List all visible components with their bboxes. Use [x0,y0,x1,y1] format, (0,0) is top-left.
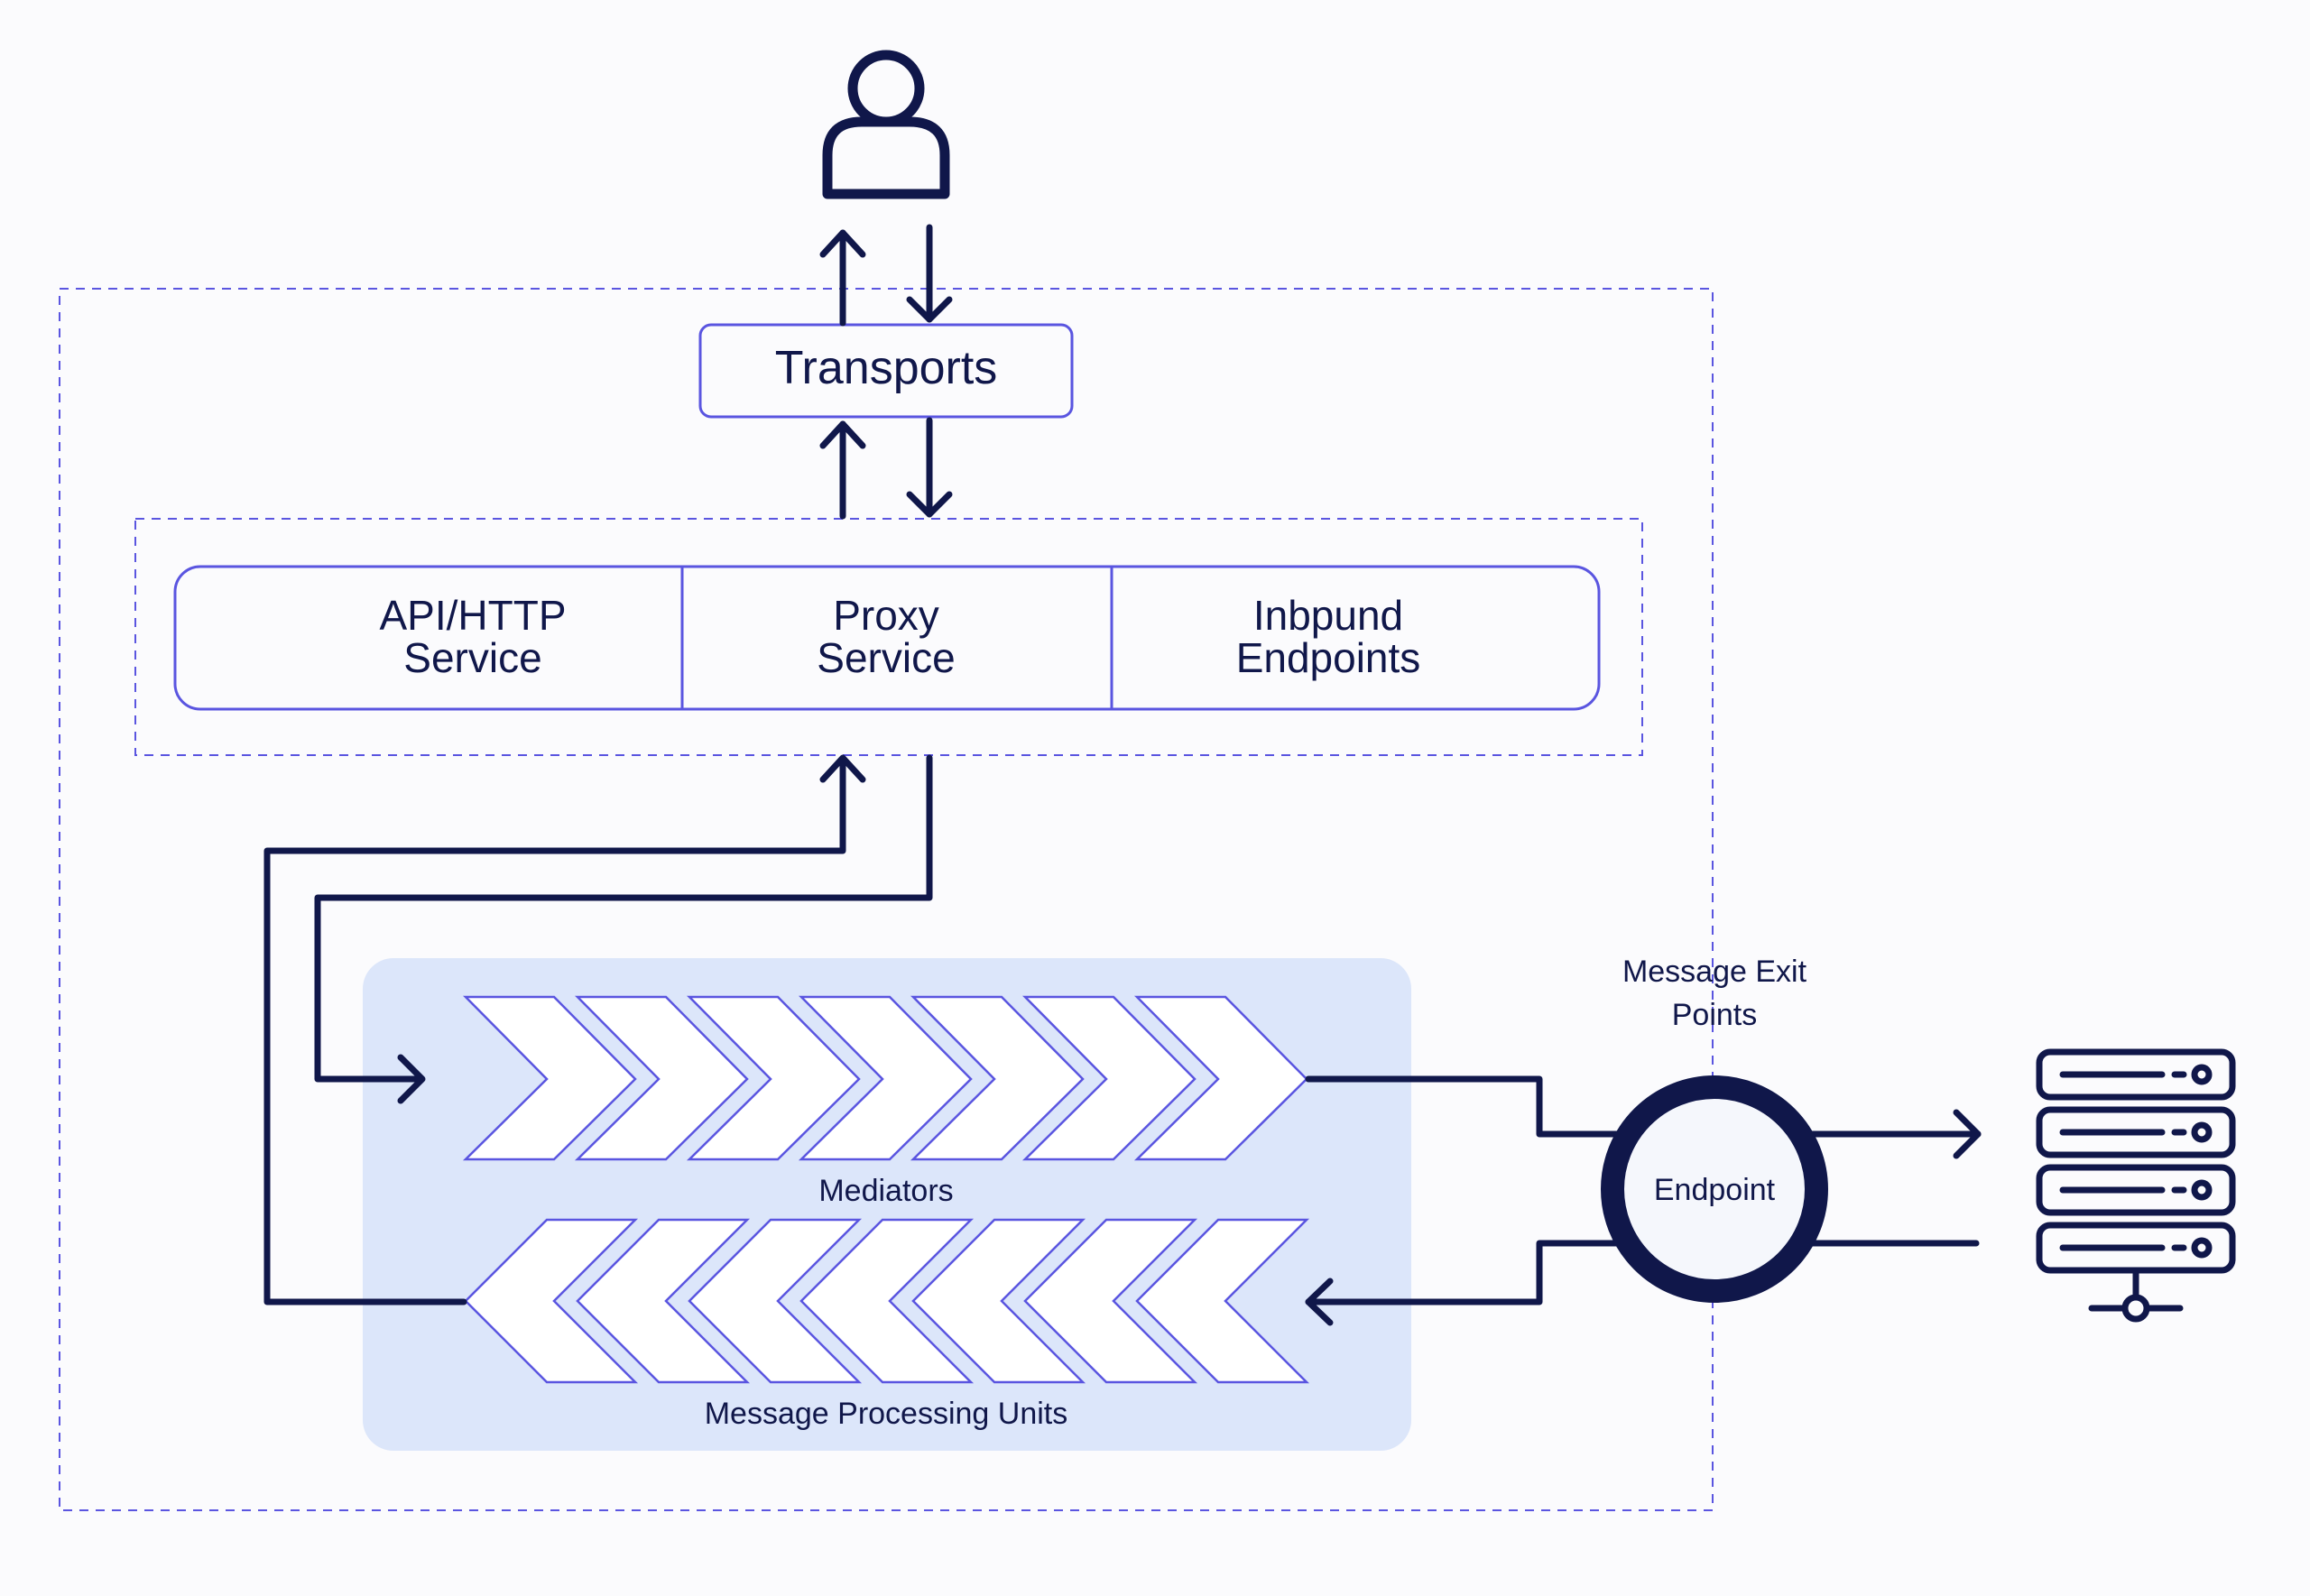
user-transport-arrows [819,224,953,327]
flow-lines [263,754,933,1305]
service-label: Service [403,634,541,681]
processing-chevron [799,1218,975,1384]
transports-box [698,323,1074,419]
mediator-chevron [1133,995,1308,1161]
endpoint-label: Endpoint [1654,1173,1776,1207]
service-label: Proxy [833,592,939,639]
processing-chevron [1135,1218,1310,1384]
outer-boundary [59,288,1714,1511]
service-api-http: API/HTTP Service [379,592,566,681]
user-icon [822,50,950,199]
processing-chevron [1023,1218,1198,1384]
services-bar [173,565,1601,711]
service-proxy: Proxy Service [817,592,955,681]
mediator-chevron [1021,995,1197,1161]
endpoint-lines [1305,1075,1982,1326]
processing-chevron [688,1218,863,1384]
mediator-chevron [798,995,973,1161]
services-boundary [134,518,1643,756]
transports-label: Transports [775,342,998,394]
exit-points-label: Message Exit [1622,955,1807,989]
processing-chevrons [464,1218,1310,1384]
transport-service-arrows [819,417,953,520]
service-label: Inbpund [1253,592,1403,639]
mediator-chevrons [462,995,1308,1161]
service-label: Service [817,634,955,681]
processing-chevron [576,1218,751,1384]
service-label: Endpoints [1236,634,1421,681]
endpoint-node: Endpoint [1601,1075,1828,1303]
processing-units-label: Message Processing Units [705,1397,1068,1431]
service-inbound-endpoints: Inbpund Endpoints [1236,592,1421,681]
exit-points-label: Points [1672,998,1758,1032]
service-label: API/HTTP [379,592,566,639]
mediators-label: Mediators [818,1174,953,1208]
processing-chevron [911,1218,1086,1384]
mediator-chevron [574,995,749,1161]
server-rack-icon [2036,1048,2236,1323]
mediator-chevron [686,995,861,1161]
mediator-chevron [910,995,1085,1161]
mediator-chevron [462,995,637,1161]
